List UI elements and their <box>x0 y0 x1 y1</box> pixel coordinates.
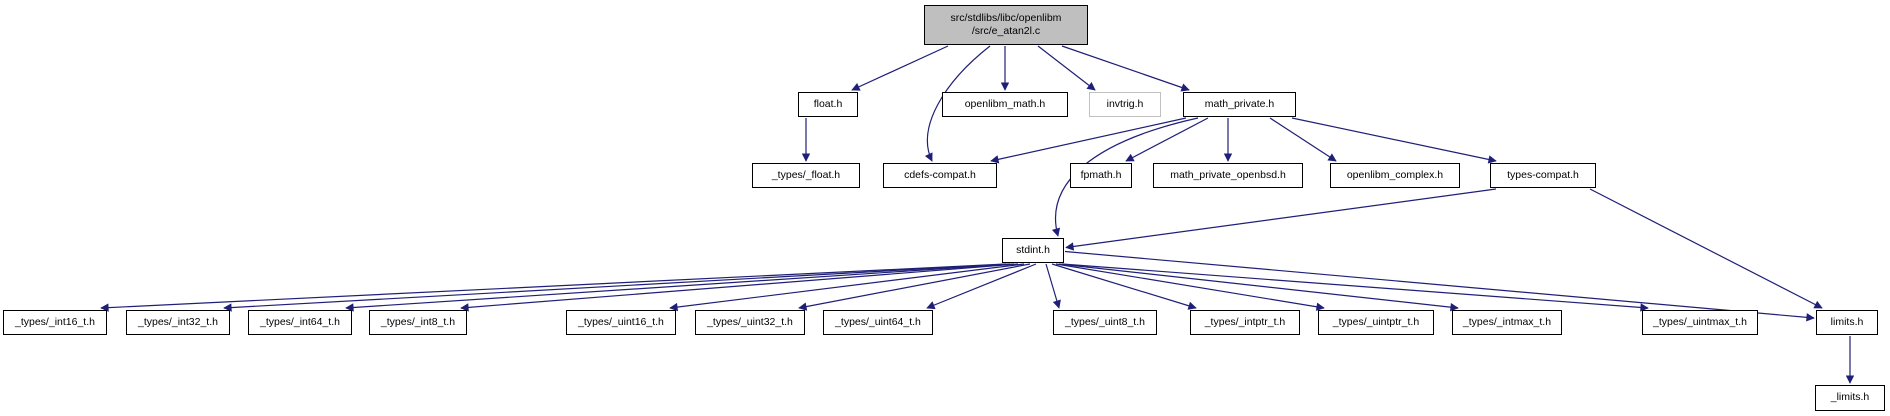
node-label: _types/_float.h <box>771 168 841 181</box>
node-int64[interactable]: _types/_int64_t.h <box>248 310 352 335</box>
edge-root-to-float <box>851 45 949 91</box>
node-label: _types/_int64_t.h <box>260 315 340 328</box>
node-root: src/stdlibs/libc/openlibm /src/e_atan2l.… <box>924 5 1088 45</box>
node-types-float[interactable]: _types/_float.h <box>752 163 860 188</box>
node-label: cdefs-compat.h <box>904 168 976 181</box>
node-int16[interactable]: _types/_int16_t.h <box>3 310 107 335</box>
edge-stdint-to-int8 <box>460 263 1019 312</box>
node-label: src/stdlibs/libc/openlibm /src/e_atan2l.… <box>950 11 1062 37</box>
node-cdefs-compat[interactable]: cdefs-compat.h <box>883 163 997 188</box>
edge-stdint-to-limits <box>1064 250 1815 322</box>
node-label: _types/_intmax_t.h <box>1462 315 1552 328</box>
edge-math-private-to-fpmath <box>1125 117 1209 162</box>
edge-root-to-math-private <box>1061 45 1190 92</box>
node-limits[interactable]: limits.h <box>1816 310 1878 335</box>
edge-root-to-cdefs-compat <box>924 45 991 162</box>
edge-stdint-to-int64 <box>345 263 1015 312</box>
node-label: _types/_uint64_t.h <box>835 315 921 328</box>
node-fpmath[interactable]: fpmath.h <box>1070 163 1132 188</box>
node-uint64[interactable]: _types/_uint64_t.h <box>823 310 933 335</box>
node-label: _types/_intptr_t.h <box>1204 315 1286 328</box>
edge-types-compat-to-limits <box>1589 188 1823 309</box>
edge-stdint-to-uintmax <box>1061 263 1649 312</box>
node-label: _types/_uintptr_t.h <box>1332 315 1420 328</box>
node-uintmax[interactable]: _types/_uintmax_t.h <box>1642 310 1758 335</box>
edge-stdint-to-intptr <box>1051 263 1197 310</box>
node-int8[interactable]: _types/_int8_t.h <box>369 310 467 335</box>
node-math-private-openbsd[interactable]: math_private_openbsd.h <box>1153 163 1303 188</box>
edge-math-private-to-types-compat <box>1291 117 1497 164</box>
node-uint16[interactable]: _types/_uint16_t.h <box>566 310 676 335</box>
node-math-private[interactable]: math_private.h <box>1183 92 1296 117</box>
node-label: _types/_int16_t.h <box>15 315 95 328</box>
node-stdint[interactable]: stdint.h <box>1002 238 1064 263</box>
node-openlibm-complex[interactable]: openlibm_complex.h <box>1330 163 1460 188</box>
edge-root-to-invtrig <box>1037 45 1096 91</box>
edge-stdint-to-uint32 <box>798 263 1031 311</box>
node-label: types-compat.h <box>1507 168 1579 181</box>
node-label: invtrig.h <box>1106 97 1144 110</box>
node-uint8[interactable]: _types/_uint8_t.h <box>1053 310 1157 335</box>
node-label: stdint.h <box>1016 243 1050 256</box>
node-label: _types/_uint32_t.h <box>707 315 793 328</box>
node-label: float.h <box>813 97 843 110</box>
node-label: math_private.h <box>1204 97 1275 110</box>
node-intptr[interactable]: _types/_intptr_t.h <box>1190 310 1300 335</box>
node-label: _limits.h <box>1830 391 1870 404</box>
node-label: limits.h <box>1830 315 1864 328</box>
node-openlibm-math[interactable]: openlibm_math.h <box>942 92 1068 117</box>
node-label: math_private_openbsd.h <box>1170 168 1286 181</box>
node-label: _types/_int8_t.h <box>380 315 456 328</box>
node-label: _types/_int32_t.h <box>138 315 218 328</box>
node-intmax[interactable]: _types/_intmax_t.h <box>1452 310 1562 335</box>
node-float[interactable]: float.h <box>798 92 858 117</box>
node-uint32[interactable]: _types/_uint32_t.h <box>695 310 805 335</box>
node-label: _types/_uint16_t.h <box>578 315 664 328</box>
node-types-compat[interactable]: types-compat.h <box>1490 163 1596 188</box>
edge-stdint-to-intmax <box>1058 263 1459 312</box>
node-limits-[interactable]: _limits.h <box>1815 385 1885 411</box>
node-int32[interactable]: _types/_int32_t.h <box>126 310 230 335</box>
edge-stdint-to-uintptr <box>1055 263 1325 311</box>
node-label: openlibm_math.h <box>964 97 1046 110</box>
node-label: _types/_uint8_t.h <box>1065 315 1145 328</box>
node-uintptr[interactable]: _types/_uintptr_t.h <box>1318 310 1434 335</box>
edge-math-private-to-cdefs-compat <box>990 117 1187 164</box>
edge-types-compat-to-stdint <box>1065 188 1497 251</box>
edge-stdint-to-int16 <box>100 263 1007 312</box>
node-invtrig: invtrig.h <box>1089 92 1161 117</box>
node-label: openlibm_complex.h <box>1346 168 1444 181</box>
edge-stdint-to-uint8 <box>1045 263 1061 309</box>
node-label: fpmath.h <box>1080 168 1122 181</box>
edge-math-private-to-openlibm-complex <box>1269 117 1337 162</box>
edge-stdint-to-uint16 <box>669 263 1025 312</box>
edge-stdint-to-uint64 <box>926 263 1037 310</box>
node-label: _types/_uintmax_t.h <box>1653 315 1747 328</box>
edge-stdint-to-int32 <box>223 263 1011 312</box>
